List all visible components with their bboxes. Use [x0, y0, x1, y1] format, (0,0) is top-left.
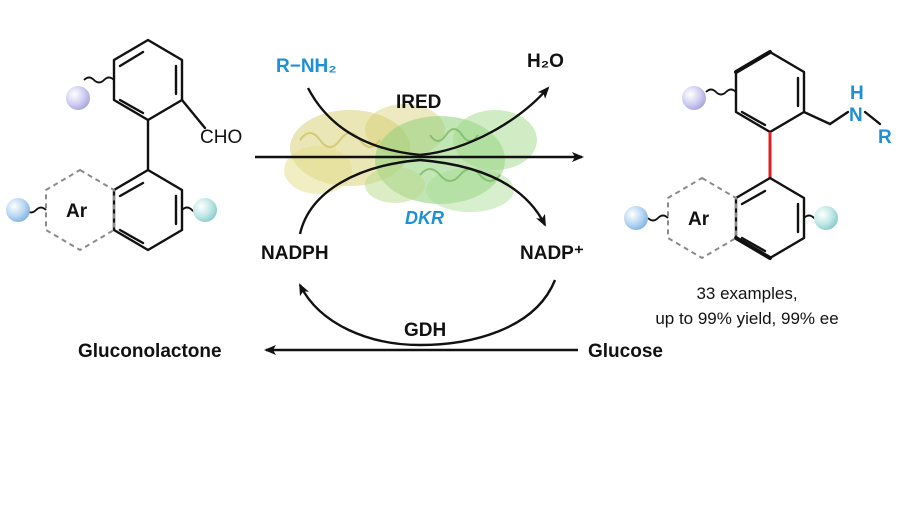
substrate-aryl-label: Ar	[66, 201, 88, 222]
product-aryl-label: Ar	[688, 209, 710, 230]
reaction-arrows	[255, 86, 584, 355]
product-blue-sphere	[624, 206, 648, 230]
aldehyde-label: CHO	[200, 127, 242, 148]
glucose-label: Glucose	[588, 341, 663, 362]
product-molecule: H N R Ar	[624, 50, 892, 260]
water-label: H₂O	[527, 51, 564, 72]
substrate-lavender-sphere	[66, 86, 90, 110]
gdh-recycling-arrow	[298, 279, 557, 347]
product-lavender-sphere	[682, 86, 706, 110]
product-teal-sphere	[814, 206, 838, 230]
substrate-molecule: CHO Ar	[6, 38, 242, 252]
amine-h-label: H	[850, 83, 864, 104]
nadph-label: NADPH	[261, 243, 329, 264]
amine-r-label: R	[878, 127, 892, 148]
substrate-teal-sphere	[193, 198, 217, 222]
substrate-blue-sphere	[6, 198, 30, 222]
nadp-out-arrow	[419, 158, 547, 227]
nadp-label: NADP⁺	[520, 243, 584, 264]
ired-protein-structure	[284, 104, 537, 212]
dkr-label: DKR	[405, 208, 444, 228]
ired-enzyme-label: IRED	[396, 92, 441, 113]
water-out-arrow	[419, 86, 550, 157]
summary-examples: 33 examples,	[696, 284, 797, 303]
amine-n-label: N	[849, 105, 863, 126]
gdh-label: GDH	[404, 320, 446, 341]
amine-in-curve	[306, 87, 421, 157]
summary-yield-ee: up to 99% yield, 99% ee	[655, 309, 838, 328]
amine-reagent-label: R−NH₂	[276, 56, 337, 77]
nadph-in-curve	[298, 158, 421, 235]
gluconolactone-label: Gluconolactone	[78, 341, 222, 362]
